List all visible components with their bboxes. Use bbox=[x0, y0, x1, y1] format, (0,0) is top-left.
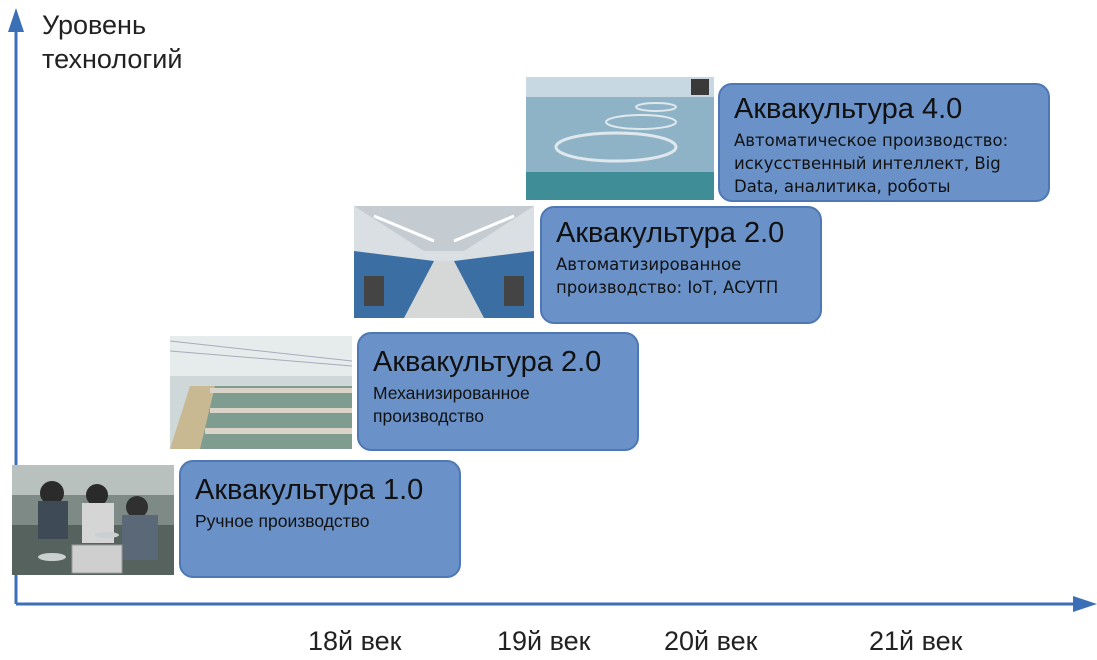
stage-title: Аквакультура 1.0 bbox=[195, 474, 424, 506]
stage-box-2: Аквакультура 2.0 Механизированное произв… bbox=[357, 332, 639, 451]
photo-indoor-fish-farm-hall bbox=[354, 206, 534, 318]
y-axis-title-line1: Уровень bbox=[42, 10, 147, 40]
stage-box-3: Аквакультура 2.0 Автоматизированное прои… bbox=[540, 206, 822, 324]
stage-box-4: Аквакультура 4.0 Автоматическое производ… bbox=[718, 83, 1050, 202]
stage-title: Аквакультура 2.0 bbox=[373, 346, 602, 378]
stage-description: Ручное производство bbox=[195, 511, 370, 531]
stage-title: Аквакультура 4.0 bbox=[734, 93, 963, 125]
y-axis-title-line2: технологий bbox=[42, 44, 183, 74]
photo-outdoor-fish-ponds bbox=[170, 336, 352, 449]
photo-manual-fish-sorting bbox=[12, 465, 174, 575]
stage-title: Аквакультура 2.0 bbox=[556, 217, 785, 249]
photo-offshore-sea-cages bbox=[526, 77, 714, 200]
x-tick-21: 21й век bbox=[869, 626, 963, 656]
stage-box-1: Аквакультура 1.0 Ручное производство bbox=[179, 460, 461, 578]
x-tick-20: 20й век bbox=[664, 626, 758, 656]
y-axis-title: Уровень технологий bbox=[42, 8, 182, 76]
y-axis-arrow-icon bbox=[8, 8, 24, 32]
stage-description: Автоматизированное производство: IoT, АС… bbox=[556, 255, 779, 297]
stage-description: Механизированное производство bbox=[373, 383, 530, 426]
stage-description: Автоматическое производство: искусственн… bbox=[734, 131, 1009, 196]
x-axis-arrow-icon bbox=[1073, 596, 1097, 612]
x-tick-19: 19й век bbox=[497, 626, 591, 656]
x-tick-18: 18й век bbox=[308, 626, 402, 656]
